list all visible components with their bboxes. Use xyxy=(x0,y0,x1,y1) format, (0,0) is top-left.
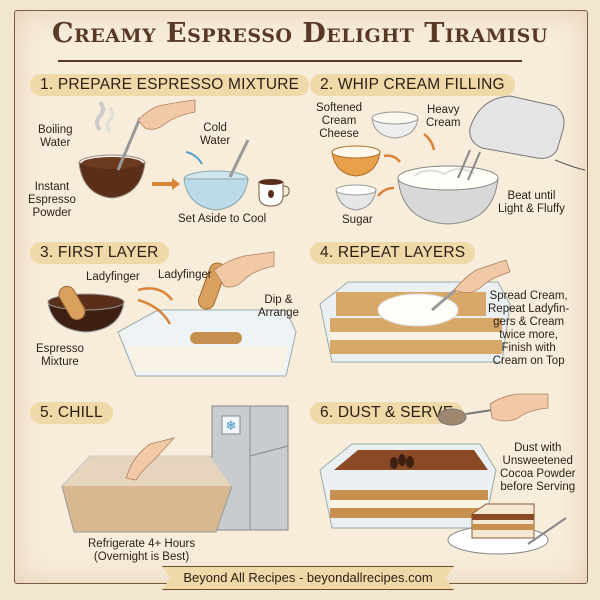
label-beat: Beat until Light & Fluffy xyxy=(498,190,565,215)
step-2-heading: 2. WHIP CREAM FILLING xyxy=(310,74,515,96)
hand-mixer-icon xyxy=(469,95,565,159)
ladyfinger-icon xyxy=(58,285,86,321)
label-set-aside: Set Aside to Cool xyxy=(178,213,267,225)
label-refrigerate: Refrigerate 4+ Hours (Overnight is Best) xyxy=(88,538,196,563)
tiramisu-slice-icon xyxy=(471,503,535,539)
label-ladyfinger-1: Ladyfinger xyxy=(86,271,140,283)
mixing-bowl-icon xyxy=(397,177,499,225)
coffee-bean-icon xyxy=(390,457,398,469)
snowflake-icon: ❄ xyxy=(226,419,237,434)
label-dip-arrange: Dip & Arrange xyxy=(258,294,299,319)
steam-icon xyxy=(95,100,105,132)
label-dust: Dust with Unsweetened Cocoa Powder befor… xyxy=(500,442,576,493)
arrow-icon xyxy=(172,178,180,190)
footer-banner: Beyond All Recipes - beyondallrecipes.co… xyxy=(162,566,454,590)
hand-icon xyxy=(489,393,549,422)
spoon-icon xyxy=(116,117,142,171)
step-1-heading: 1. PREPARE ESPRESSO MIXTURE xyxy=(30,74,310,96)
label-repeat-instructions: Spread Cream, Repeat Ladyfin- gers & Cre… xyxy=(488,290,570,367)
label-boiling-water: Boiling Water xyxy=(38,124,73,149)
label-cold-water: Cold Water xyxy=(200,122,231,147)
cream-cheese-bowl-icon xyxy=(331,151,381,177)
label-sugar: Sugar xyxy=(342,214,373,226)
hand-icon xyxy=(213,251,275,288)
label-ladyfinger-2: Ladyfinger xyxy=(158,269,212,281)
step-5-heading: 5. CHILL xyxy=(30,402,113,424)
espresso-bowl-icon xyxy=(78,162,146,199)
hand-icon xyxy=(137,99,196,130)
page-title: Creamy Espresso Delight Tiramisu xyxy=(52,18,548,49)
step-4-heading: 4. REPEAT LAYERS xyxy=(310,242,476,264)
fork-icon xyxy=(527,517,567,545)
sugar-bowl-icon xyxy=(335,189,377,211)
hand-icon xyxy=(125,437,176,481)
label-cream-cheese: Softened Cream Cheese xyxy=(316,102,363,140)
title-divider xyxy=(58,60,522,62)
step-3-heading: 3. FIRST LAYER xyxy=(30,242,169,264)
water-bowl-icon xyxy=(183,178,249,211)
sieve-icon xyxy=(437,408,467,426)
label-espresso-mixture: Espresso Mixture xyxy=(36,343,84,368)
cream-icon xyxy=(377,293,459,327)
hand-icon xyxy=(453,259,511,293)
label-instant-espresso: Instant Espresso Powder xyxy=(28,181,76,219)
step-6-heading: 6. DUST & SERVE xyxy=(310,402,464,424)
label-heavy-cream: Heavy Cream xyxy=(426,104,461,129)
